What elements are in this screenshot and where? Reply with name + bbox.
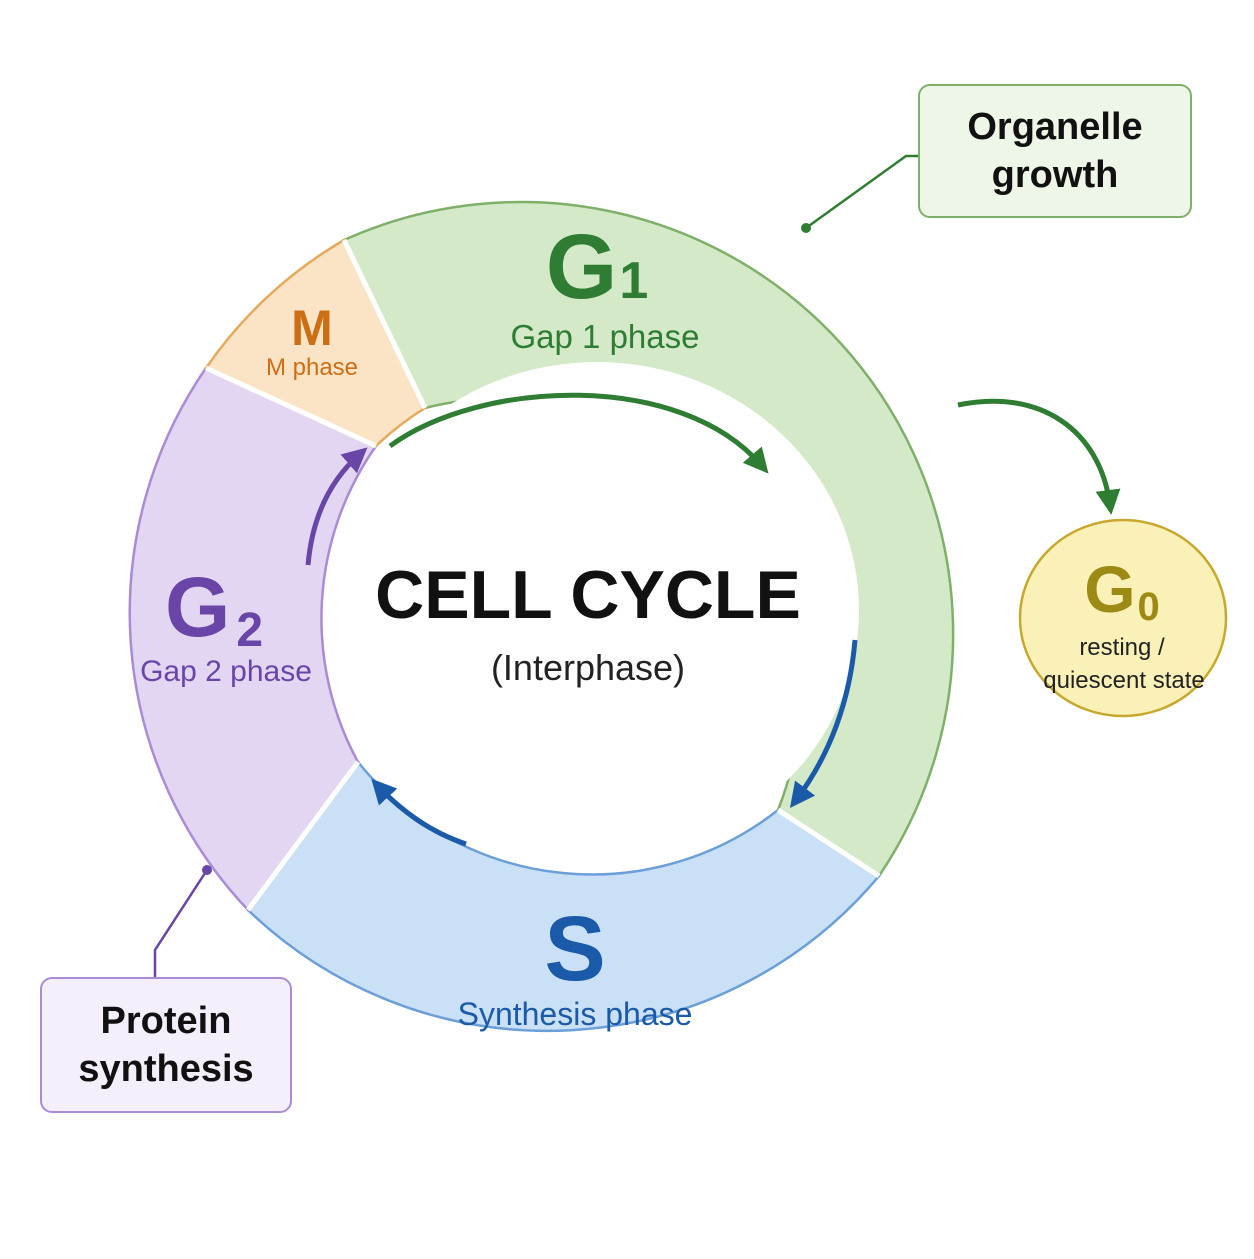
organelle-callout-line1: Organelle — [967, 106, 1143, 148]
g0-circle[interactable] — [1018, 518, 1228, 718]
segment-separator — [204, 365, 378, 449]
g0-description-line2: quiescent state — [1043, 667, 1204, 694]
g0-letter: G — [1084, 552, 1135, 626]
g0-subscript: 0 — [1138, 585, 1160, 629]
protein-leader-dot — [202, 865, 212, 875]
g1-subscript: 1 — [619, 252, 648, 310]
protein-leader-line — [153, 869, 209, 977]
s-phase-name: Synthesis phase — [458, 996, 693, 1032]
s-cycle-arrow — [789, 639, 858, 808]
g2-subscript: 2 — [236, 604, 263, 657]
g1-phase-name: Gap 1 phase — [511, 318, 700, 355]
protein-callout-line1: Protein — [100, 1000, 232, 1042]
cell-cycle-subtitle: (Interphase) — [491, 647, 685, 688]
g2-phase-name: Gap 2 phase — [140, 655, 312, 688]
s-phase-segment[interactable] — [246, 759, 881, 1033]
g1-to-g0-arrow — [957, 398, 1121, 515]
g1-label: G1 — [546, 216, 648, 318]
m-phase-name: M phase — [266, 354, 358, 381]
m-label: M — [291, 300, 333, 356]
s-to-g2-cycle-arrow — [371, 778, 467, 847]
g2-cycle-arrow — [305, 447, 368, 566]
organelle-growth-callout: Organelle growth — [918, 84, 1192, 218]
protein-synthesis-callout: Protein synthesis — [40, 977, 292, 1113]
segment-separator — [776, 807, 881, 879]
g1-letter: G — [546, 216, 618, 318]
segment-separator — [341, 238, 428, 410]
g0-description-line1: resting / — [1079, 634, 1165, 661]
g2-letter: G — [165, 560, 230, 654]
cell-cycle-title: CELL CYCLE — [375, 557, 801, 633]
organelle-callout-line2: growth — [991, 154, 1119, 196]
organelle-leader-line — [805, 154, 918, 230]
segment-separator — [245, 760, 361, 912]
g1-cycle-arrow — [388, 392, 769, 474]
protein-callout-line2: synthesis — [78, 1048, 254, 1090]
g2-phase-segment[interactable] — [128, 366, 378, 912]
organelle-leader-dot — [801, 223, 811, 233]
g0-label: G0 — [1084, 552, 1160, 629]
s-label: S — [544, 898, 605, 1000]
m-phase-segment[interactable] — [204, 238, 427, 448]
inner-disk — [335, 362, 859, 858]
